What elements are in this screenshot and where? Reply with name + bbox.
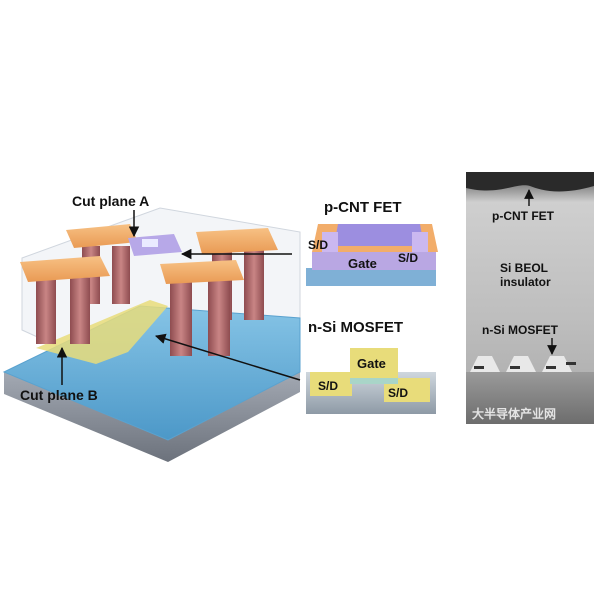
tem-label-beol-1: Si BEOL (500, 261, 548, 275)
gate-layer (312, 252, 436, 270)
n-si-sd-right-label: S/D (388, 386, 408, 400)
wiring-strip (36, 300, 168, 364)
substrate-side (4, 372, 300, 462)
contact-pad (196, 228, 278, 254)
n-si-mosfet-cross-section (306, 348, 436, 414)
cut-plane-a-label: Cut plane A (72, 193, 149, 209)
p-cnt-sd-left-label: S/D (308, 238, 328, 252)
gate-oxide (350, 378, 398, 384)
arrow-to-n-si-mosfet (154, 333, 301, 381)
pillar (112, 246, 130, 304)
tem-image (466, 172, 594, 424)
contact-pad (20, 256, 110, 282)
device-gate (142, 239, 158, 247)
gate-stack (350, 348, 398, 380)
n-si-sd-left-label: S/D (318, 379, 338, 393)
contact-pad (66, 224, 138, 248)
p-cnt-fet-title: p-CNT FET (324, 199, 401, 216)
tem-top-layer (466, 172, 594, 192)
n-si-mosfet-title: n-Si MOSFET (308, 319, 403, 336)
substrate-side (306, 268, 436, 286)
sd-right-contact (412, 232, 428, 252)
tem-label-beol-2: insulator (500, 275, 551, 289)
sd-left-contact (322, 232, 338, 252)
sd-left-region (310, 372, 352, 396)
pillar (36, 278, 56, 344)
tem-label-n-si: n-Si MOSFET (482, 323, 559, 337)
n-si-gate-label: Gate (357, 356, 386, 371)
pillar (244, 250, 264, 320)
pillar (170, 276, 192, 356)
p-cnt-gate-label: Gate (348, 256, 377, 271)
cut-plane-b-label: Cut plane B (20, 387, 98, 403)
tem-si-region (466, 372, 594, 424)
pillar (70, 278, 90, 344)
p-cnt-sd-right-label: S/D (398, 251, 418, 265)
chip-structure (2, 207, 301, 462)
pillar (208, 276, 230, 356)
contact-pad (160, 260, 244, 284)
p-cnt-fet-cross-section (306, 224, 438, 286)
tem-label-p-cnt: p-CNT FET (492, 209, 555, 223)
watermark: 大半导体产业网 (472, 406, 556, 421)
cnt-channel (334, 224, 424, 246)
